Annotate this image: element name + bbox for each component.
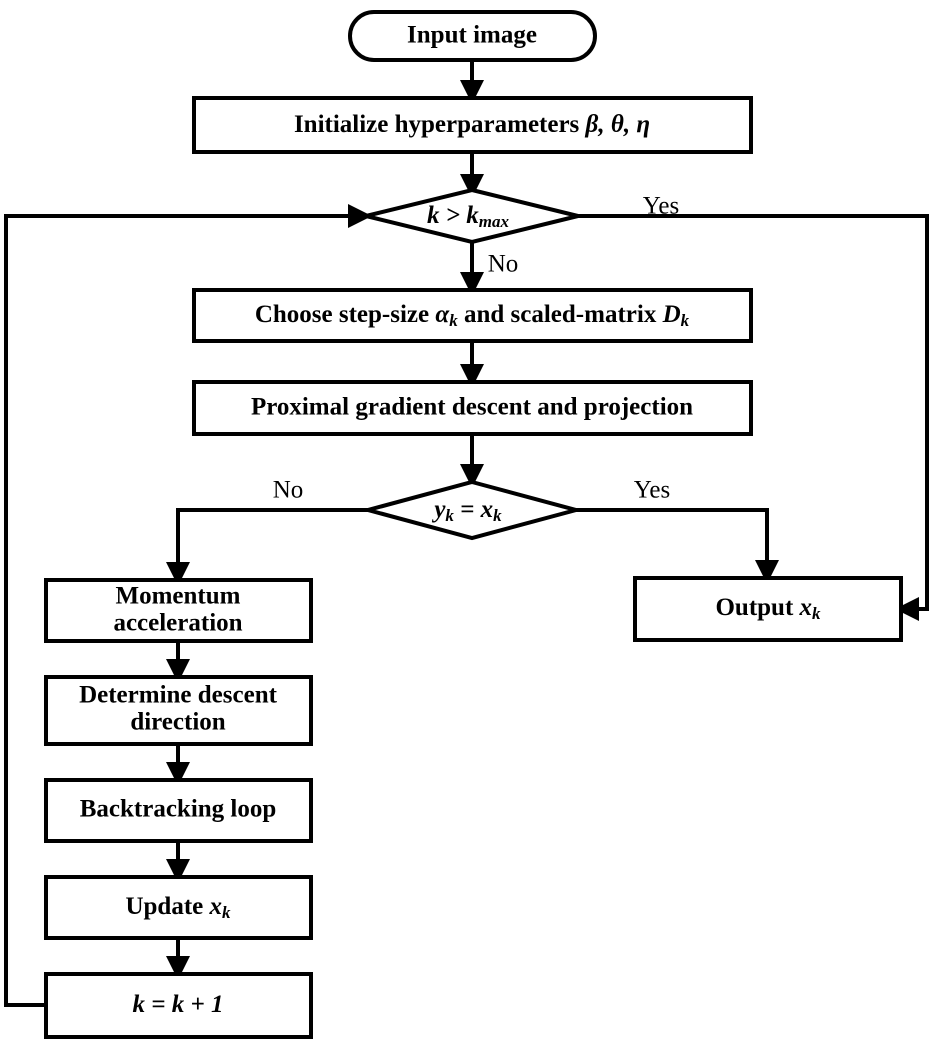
determine-descent-direction-line2: direction — [130, 709, 225, 736]
edge-label-kmax-no: No — [488, 251, 519, 278]
y-equals-x-label: yk = xk — [431, 496, 502, 525]
initialize-hyperparameters-shape — [192, 96, 753, 154]
choose-step-size-shape — [192, 288, 753, 343]
k-greater-kmax-label: k > kmax — [427, 202, 509, 231]
choose-step-size-label: Choose step-size αk and scaled-matrix Dk — [255, 301, 690, 330]
proximal-gradient-descent-shape — [192, 380, 753, 436]
edge-label-kmax-yes: Yes — [643, 193, 679, 220]
update-x-label: Update xk — [125, 893, 231, 922]
connector-kmax-yes-to-output — [578, 214, 929, 621]
increment-op-text: = — [145, 991, 172, 1018]
node-choose-step-size[interactable]: Choose step-size αk and scaled-matrix Dk — [192, 288, 753, 343]
y-equals-x-shape — [360, 479, 584, 541]
node-backtracking-loop[interactable]: Backtracking loop — [44, 778, 313, 843]
output-x-sym-text: x — [799, 594, 813, 621]
choose-alpha-sub-text: k — [449, 311, 458, 330]
yx-op-text: = — [454, 496, 481, 523]
choose-alpha-text: α — [435, 301, 450, 328]
edge-label-yx-no: No — [273, 477, 304, 504]
node-input-image[interactable]: Input image — [348, 10, 597, 62]
output-x-shape — [633, 576, 903, 642]
momentum-acceleration-line1: Momentum — [116, 583, 241, 610]
increment-rhs-text: k + 1 — [172, 991, 224, 1018]
node-initialize-hyperparameters[interactable]: Initialize hyperparameters β, θ, η — [192, 96, 753, 154]
momentum-acceleration-shape — [44, 578, 313, 643]
determine-descent-direction-shape — [44, 675, 313, 746]
initialize-symbols-text: β, θ, η — [585, 111, 651, 138]
node-y-equals-x[interactable]: yk = xk No Yes — [273, 477, 670, 541]
yx-x-sub-text: k — [493, 506, 502, 525]
kmax-main-text: k > k — [427, 202, 479, 229]
choose-part1-text: Choose step-size — [255, 301, 436, 328]
edge-label-yx-yes: Yes — [634, 477, 670, 504]
output-prefix-text: Output — [715, 594, 799, 621]
node-proximal-gradient-descent[interactable]: Proximal gradient descent and projection — [192, 380, 753, 436]
node-increment-k[interactable]: k = k + 1 — [44, 972, 313, 1039]
initialize-hyperparameters-label: Initialize hyperparameters β, θ, η — [294, 111, 650, 138]
yx-y-sub-text: k — [445, 506, 454, 525]
kmax-sub-text: max — [479, 212, 510, 231]
output-x-sub-text: k — [812, 604, 821, 623]
node-output-x[interactable]: Output xk — [633, 576, 903, 642]
node-momentum-acceleration[interactable]: Momentum acceleration — [44, 578, 313, 643]
update-x-sub-text: k — [222, 903, 231, 922]
choose-d-text: D — [662, 301, 681, 328]
initialize-prefix-text: Initialize hyperparameters — [294, 111, 586, 138]
proximal-gradient-descent-label: Proximal gradient descent and projection — [251, 394, 693, 421]
update-x-shape — [44, 875, 313, 940]
backtracking-loop-shape — [44, 778, 313, 843]
increment-k-label: k = k + 1 — [133, 991, 224, 1018]
backtracking-loop-label: Backtracking loop — [80, 796, 277, 823]
increment-k-shape — [44, 972, 313, 1039]
determine-descent-direction-line1: Determine descent — [79, 682, 278, 709]
connector-yx-no-to-momentum — [166, 508, 368, 586]
update-prefix-text: Update — [125, 893, 209, 920]
connector-increment-feedback-to-kmax — [4, 204, 372, 1007]
node-update-x[interactable]: Update xk — [44, 875, 313, 940]
yx-y-text: y — [431, 496, 446, 523]
connector-yx-yes-to-output — [576, 508, 779, 584]
choose-part2-text: and scaled-matrix — [458, 301, 663, 328]
input-image-shape — [348, 10, 597, 62]
input-image-label: Input image — [407, 22, 537, 49]
node-k-greater-kmax[interactable]: k > kmax Yes No — [365, 187, 679, 278]
yx-x-text: x — [480, 496, 494, 523]
update-x-sym-text: x — [209, 893, 223, 920]
increment-lhs-text: k — [133, 991, 146, 1018]
node-determine-descent-direction[interactable]: Determine descent direction — [44, 675, 313, 746]
choose-d-sub-text: k — [681, 311, 690, 330]
k-greater-kmax-shape — [365, 187, 579, 245]
momentum-acceleration-line2: acceleration — [113, 610, 242, 637]
output-x-label: Output xk — [715, 594, 821, 623]
